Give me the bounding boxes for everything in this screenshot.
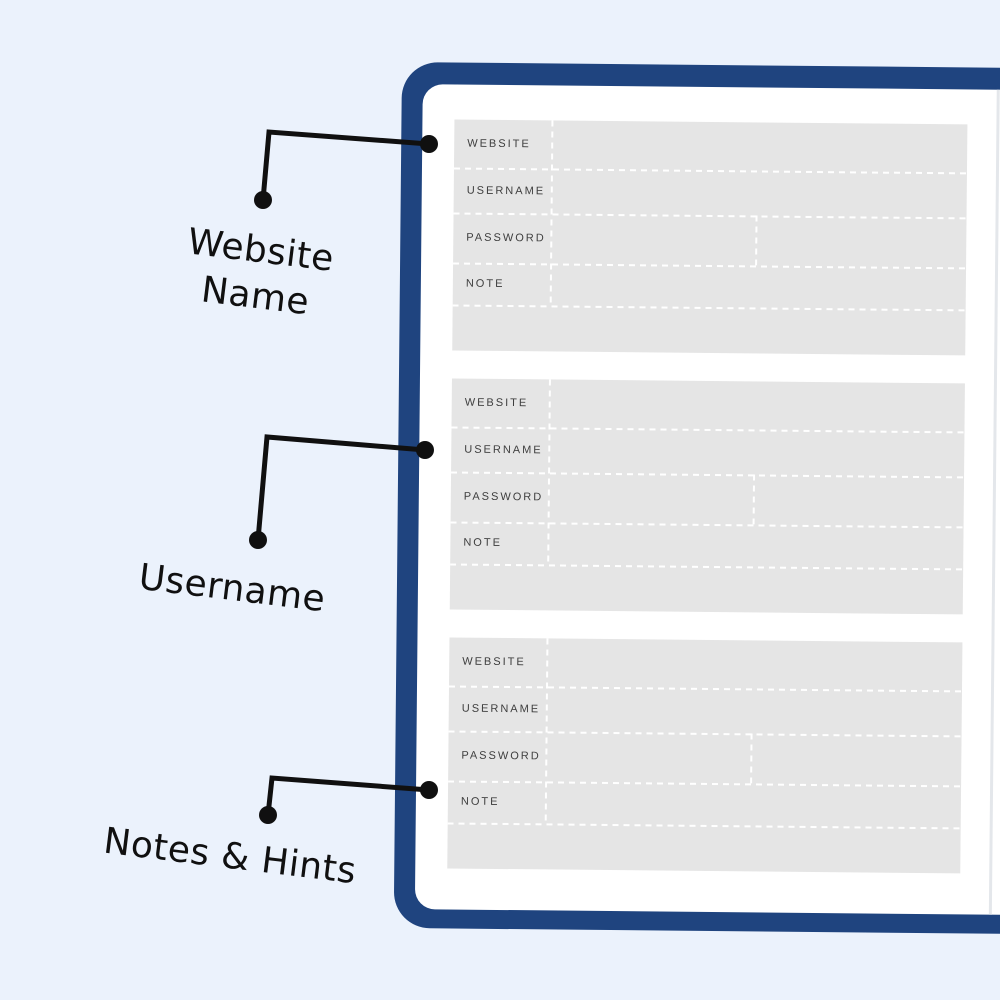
callout-label-website-name: Website Name	[135, 214, 380, 334]
note-extra-blank	[450, 563, 963, 614]
callout-label-notes-hints: Notes & Hints	[98, 818, 362, 895]
note-field-blank	[550, 263, 966, 309]
field-label-website: WEBSITE	[462, 655, 526, 669]
field-label-username: USERNAME	[464, 443, 543, 456]
callout-dot	[259, 806, 277, 824]
username-field-blank	[548, 427, 964, 476]
notebook-page: WEBSITE USERNAME PASSWORD NOTE	[414, 84, 1000, 916]
field-label-note: NOTE	[465, 277, 505, 290]
note-extra-blank	[447, 822, 960, 873]
page-edge-shadow	[988, 89, 1000, 915]
field-label-password: PASSWORD	[463, 490, 544, 504]
field-label-username: USERNAME	[466, 184, 546, 197]
callout-dot	[249, 531, 267, 549]
field-label-password: PASSWORD	[461, 749, 541, 763]
password-entry-block-3: WEBSITE USERNAME PASSWORD NOTE	[447, 637, 963, 874]
note-field-blank	[545, 781, 961, 827]
password-entry-block-2: WEBSITE USERNAME PASSWORD NOTE	[449, 378, 965, 615]
notebook-cover: WEBSITE USERNAME PASSWORD NOTE	[393, 62, 1000, 935]
callout-label-username: Username	[110, 552, 354, 627]
note-extra-blank	[452, 304, 965, 355]
callout-label-line: Username	[136, 556, 328, 621]
field-label-website: WEBSITE	[467, 137, 531, 151]
password-field-blank	[548, 472, 964, 526]
password-field-blank	[550, 213, 966, 267]
website-field-blank	[548, 379, 964, 431]
website-field-blank	[546, 638, 962, 690]
username-field-blank	[551, 168, 967, 217]
field-label-note: NOTE	[460, 795, 500, 808]
username-field-blank	[546, 686, 962, 735]
callout-dot	[254, 191, 272, 209]
field-label-username: USERNAME	[461, 702, 541, 715]
callout-label-line: Notes & Hints	[101, 820, 359, 893]
website-field-blank	[551, 120, 967, 172]
field-label-note: NOTE	[463, 536, 503, 549]
field-label-website: WEBSITE	[464, 396, 529, 410]
field-label-password: PASSWORD	[466, 231, 546, 245]
password-entry-block-1: WEBSITE USERNAME PASSWORD NOTE	[452, 119, 968, 356]
note-field-blank	[547, 522, 963, 568]
password-field-blank	[545, 731, 961, 785]
